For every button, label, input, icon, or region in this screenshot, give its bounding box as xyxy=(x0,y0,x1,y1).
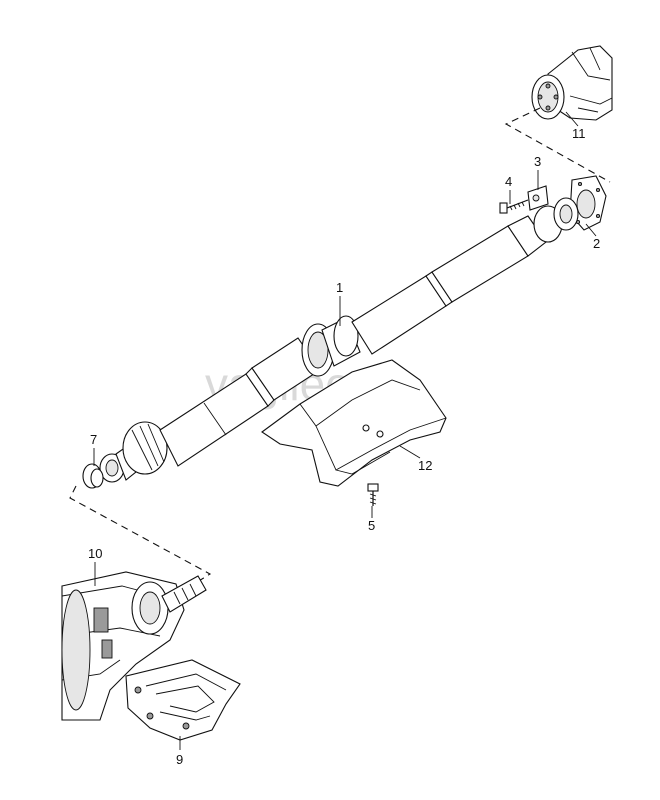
callout-3: 3 xyxy=(534,154,541,169)
dashed-link-11-2 xyxy=(504,107,611,183)
flange-plate-part-2[interactable] xyxy=(569,175,607,231)
propshaft-part-1[interactable] xyxy=(99,197,579,483)
heat-shield-part-12[interactable] xyxy=(261,359,447,487)
bolt-part-5[interactable] xyxy=(367,483,379,506)
callout-10: 10 xyxy=(88,546,102,561)
callout-11: 11 xyxy=(572,126,586,141)
circlip-part-7[interactable] xyxy=(82,463,104,489)
callout-12: 12 xyxy=(418,458,432,473)
callout-9: 9 xyxy=(176,752,183,767)
callout-5: 5 xyxy=(368,518,375,533)
callout-1: 1 xyxy=(336,280,343,295)
shield-plate-part-9[interactable] xyxy=(125,659,241,741)
gearbox-part-10[interactable] xyxy=(61,571,207,721)
callout-7: 7 xyxy=(90,432,97,447)
rear-differential-part-11[interactable] xyxy=(531,45,613,121)
callout-2: 2 xyxy=(593,236,600,251)
washer-part-3[interactable] xyxy=(527,185,549,211)
bolt-part-4[interactable] xyxy=(499,199,529,214)
leader-lines xyxy=(93,111,597,750)
dashed-link-7-10 xyxy=(69,485,212,585)
callout-4: 4 xyxy=(505,174,512,189)
